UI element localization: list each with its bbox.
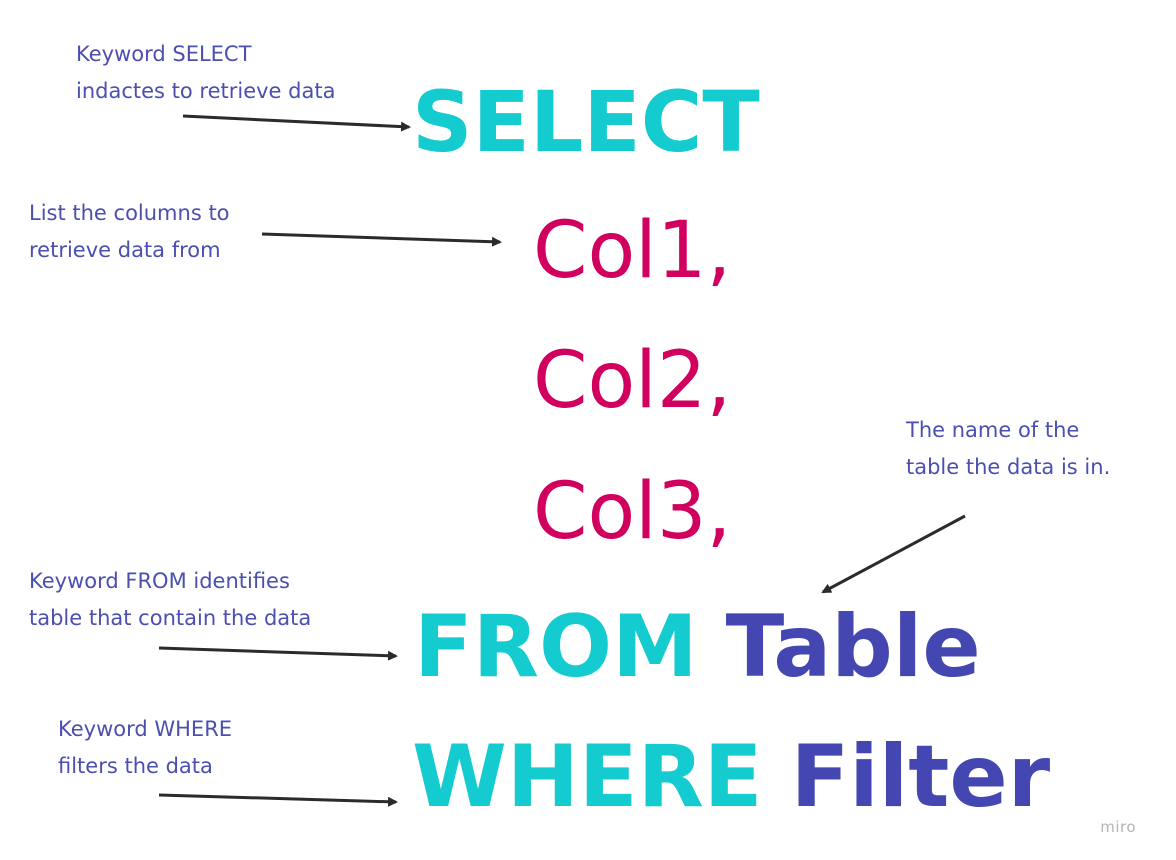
annotation-where: Keyword WHERE filters the data [58, 711, 232, 785]
from-keyword: FROM [414, 597, 698, 697]
column-2: Col2, [533, 336, 732, 426]
arrow-to-from [158, 646, 398, 661]
filter-name: Filter [790, 727, 1051, 827]
annotation-line: Keyword FROM identifies [29, 569, 290, 593]
annotation-line: Keyword SELECT [76, 42, 252, 66]
arrow-to-columns [261, 232, 502, 247]
annotation-line: retrieve data from [29, 238, 221, 262]
annotation-line: table the data is in. [906, 455, 1111, 479]
annotation-table-name: The name of the table the data is in. [906, 412, 1110, 486]
table-name: Table [725, 597, 981, 697]
annotation-line: indactes to retrieve data [76, 79, 336, 103]
arrow-to-select [182, 114, 411, 132]
annotation-from: Keyword FROM identifies table that conta… [29, 563, 311, 637]
column-3: Col3, [533, 467, 732, 557]
annotation-line: List the columns to [29, 201, 230, 225]
annotation-line: filters the data [58, 754, 213, 778]
arrow-to-where [158, 793, 398, 807]
annotation-line: table that contain the data [29, 606, 312, 630]
select-keyword: SELECT [412, 73, 760, 171]
annotation-columns: List the columns to retrieve data from [29, 195, 230, 269]
miro-watermark: miro [1100, 818, 1136, 836]
where-keyword: WHERE [412, 727, 763, 827]
column-1: Col1, [533, 206, 732, 296]
arrow-to-table [821, 514, 966, 594]
annotation-line: The name of the [906, 418, 1080, 442]
annotation-line: Keyword WHERE [58, 717, 233, 741]
annotation-select: Keyword SELECT indactes to retrieve data [76, 36, 335, 110]
